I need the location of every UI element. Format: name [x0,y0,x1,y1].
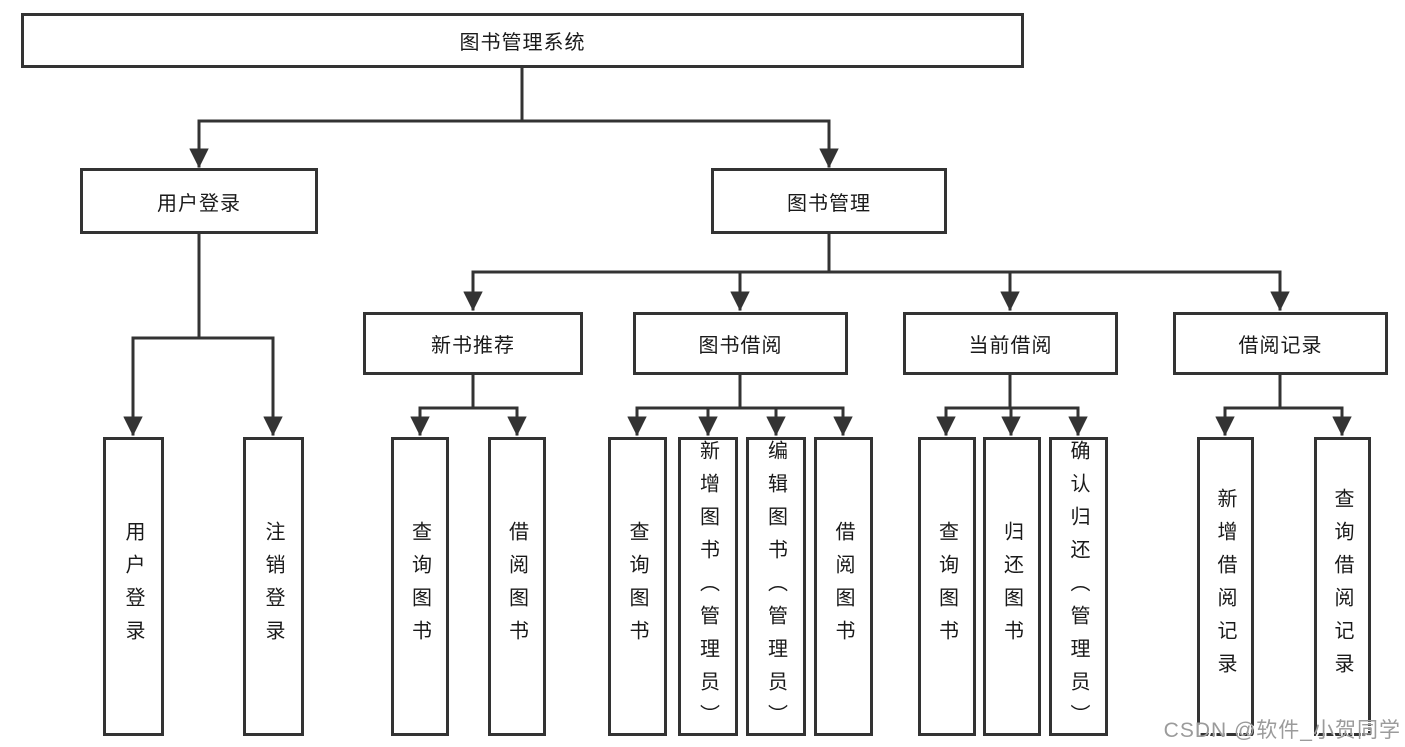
node-root-label: 图书管理系统 [459,32,586,54]
node-current-borrow: 当前借阅 [903,312,1118,375]
leaf-br-query-record: 查询借阅记录 [1314,437,1371,736]
leaf-nbr-query-books-label: 查询图书 [408,520,431,653]
leaf-user-login-label: 用户登录 [122,520,144,653]
leaf-br-add-record: 新增借阅记录 [1197,437,1254,736]
node-user-login-label: 用户登录 [157,192,241,215]
node-current-borrow-label: 当前借阅 [968,335,1053,357]
node-book-borrow: 图书借阅 [633,312,848,375]
node-book-borrow-label: 图书借阅 [698,335,783,357]
leaf-cb-confirm-return-admin: 确认归还（管理员） [1049,437,1108,736]
leaf-bb-edit-books-admin: 编辑图书（管理员） [746,437,806,736]
leaf-nbr-borrow-books: 借阅图书 [488,437,546,736]
leaf-cb-return-books: 归还图书 [983,437,1041,736]
leaf-user-login: 用户登录 [103,437,164,736]
node-book-management: 图书管理 [711,168,947,234]
leaf-bb-edit-books-admin-label: 编辑图书（管理员） [764,440,787,736]
leaf-cb-return-books-label: 归还图书 [1000,520,1023,653]
node-new-book-recommend: 新书推荐 [363,312,583,375]
node-user-login: 用户登录 [80,168,318,234]
leaf-bb-borrow-books-label: 借阅图书 [832,520,854,653]
leaf-nbr-query-books: 查询图书 [391,437,449,736]
node-borrow-records: 借阅记录 [1173,312,1388,375]
leaf-bb-add-books-admin-label: 新增图书（管理员） [696,440,719,736]
leaf-logout-label: 注销登录 [262,520,284,653]
leaf-bb-add-books-admin: 新增图书（管理员） [678,437,738,736]
leaf-cb-confirm-return-admin-label: 确认归还（管理员） [1067,440,1089,736]
leaf-cb-query-books-label: 查询图书 [935,520,958,653]
leaf-nbr-borrow-books-label: 借阅图书 [505,520,528,653]
leaf-bb-query-books: 查询图书 [608,437,667,736]
leaf-bb-query-books-label: 查询图书 [626,520,648,653]
leaf-cb-query-books: 查询图书 [918,437,976,736]
node-book-management-label: 图书管理 [787,192,871,215]
leaf-br-query-record-label: 查询借阅记录 [1331,487,1353,686]
leaf-br-add-record-label: 新增借阅记录 [1214,487,1236,686]
node-new-book-recommend-label: 新书推荐 [431,335,515,357]
node-borrow-records-label: 借阅记录 [1238,335,1323,357]
leaf-bb-borrow-books: 借阅图书 [814,437,873,736]
leaf-logout: 注销登录 [243,437,304,736]
node-root: 图书管理系统 [21,13,1024,68]
watermark-text: CSDN @软件_小贺同学 [1163,719,1401,742]
